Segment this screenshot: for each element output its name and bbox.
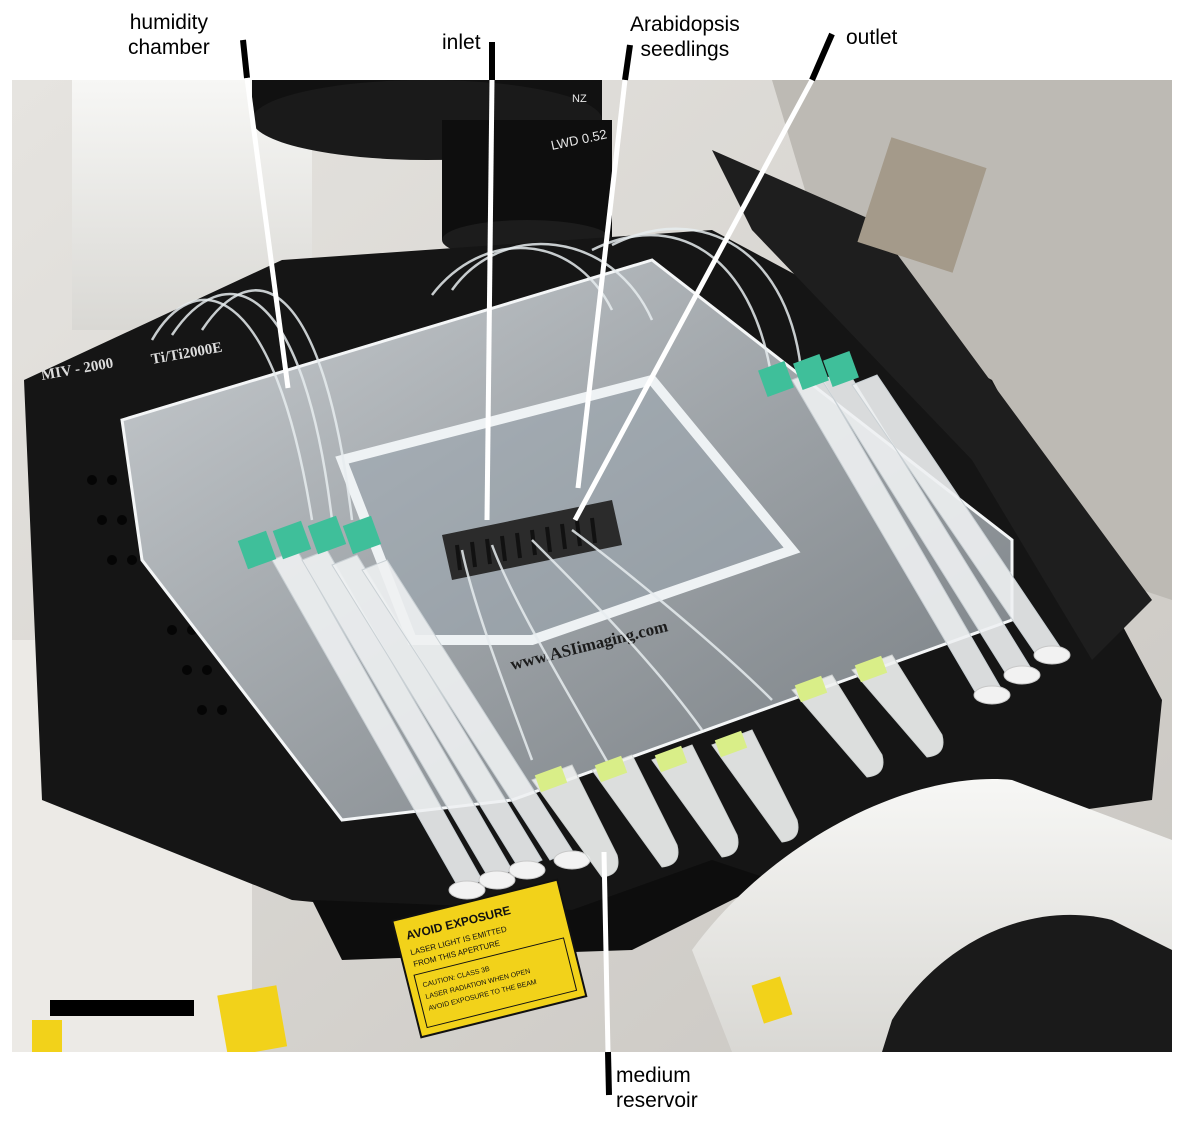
corner-yellow-sticker [32, 1020, 62, 1052]
label-medium-reservoir: medium reservoir [616, 1063, 698, 1113]
label-outlet-text: outlet [846, 26, 898, 49]
stage-holes [87, 475, 227, 715]
label-arabidopsis-line-1: Arabidopsis [630, 13, 740, 36]
label-humidity-chamber: humidity chamber [128, 10, 210, 60]
label-inlet-text: inlet [442, 31, 481, 54]
label-medium-reservoir-line-1: medium [616, 1064, 691, 1087]
humidity-chamber-leader-dark [240, 39, 250, 79]
label-arabidopsis-line-2: seedlings [640, 38, 730, 61]
stage-connector [857, 137, 987, 273]
microscope-photo: LWD 0.52 NZ MIV - 2000 Ti/Ti2000E www.AS… [12, 80, 1172, 1052]
left-syringes [237, 515, 591, 900]
label-outlet: outlet [846, 25, 897, 50]
outlet-leader-dark [809, 32, 835, 82]
label-humidity-chamber-line-1: humidity [129, 11, 208, 34]
reservoir-tubes [531, 654, 944, 878]
objective-top-marking: NZ [572, 93, 587, 105]
bottom-right-dark-part [882, 914, 1172, 1052]
label-inlet: inlet [442, 30, 481, 55]
label-humidity-chamber-line-2: chamber [128, 36, 210, 59]
label-arabidopsis-seedlings: Arabidopsis seedlings [630, 12, 740, 62]
laser-warning-label: AVOID EXPOSURE LASER LIGHT IS EMITTED FR… [391, 878, 588, 1039]
reservoir-leader-dark [605, 1051, 612, 1096]
label-medium-reservoir-line-2: reservoir [616, 1089, 698, 1112]
left-yellow-sticker [217, 985, 288, 1052]
stage-rail-right [712, 150, 1152, 660]
bottom-right-sticker [751, 976, 793, 1024]
